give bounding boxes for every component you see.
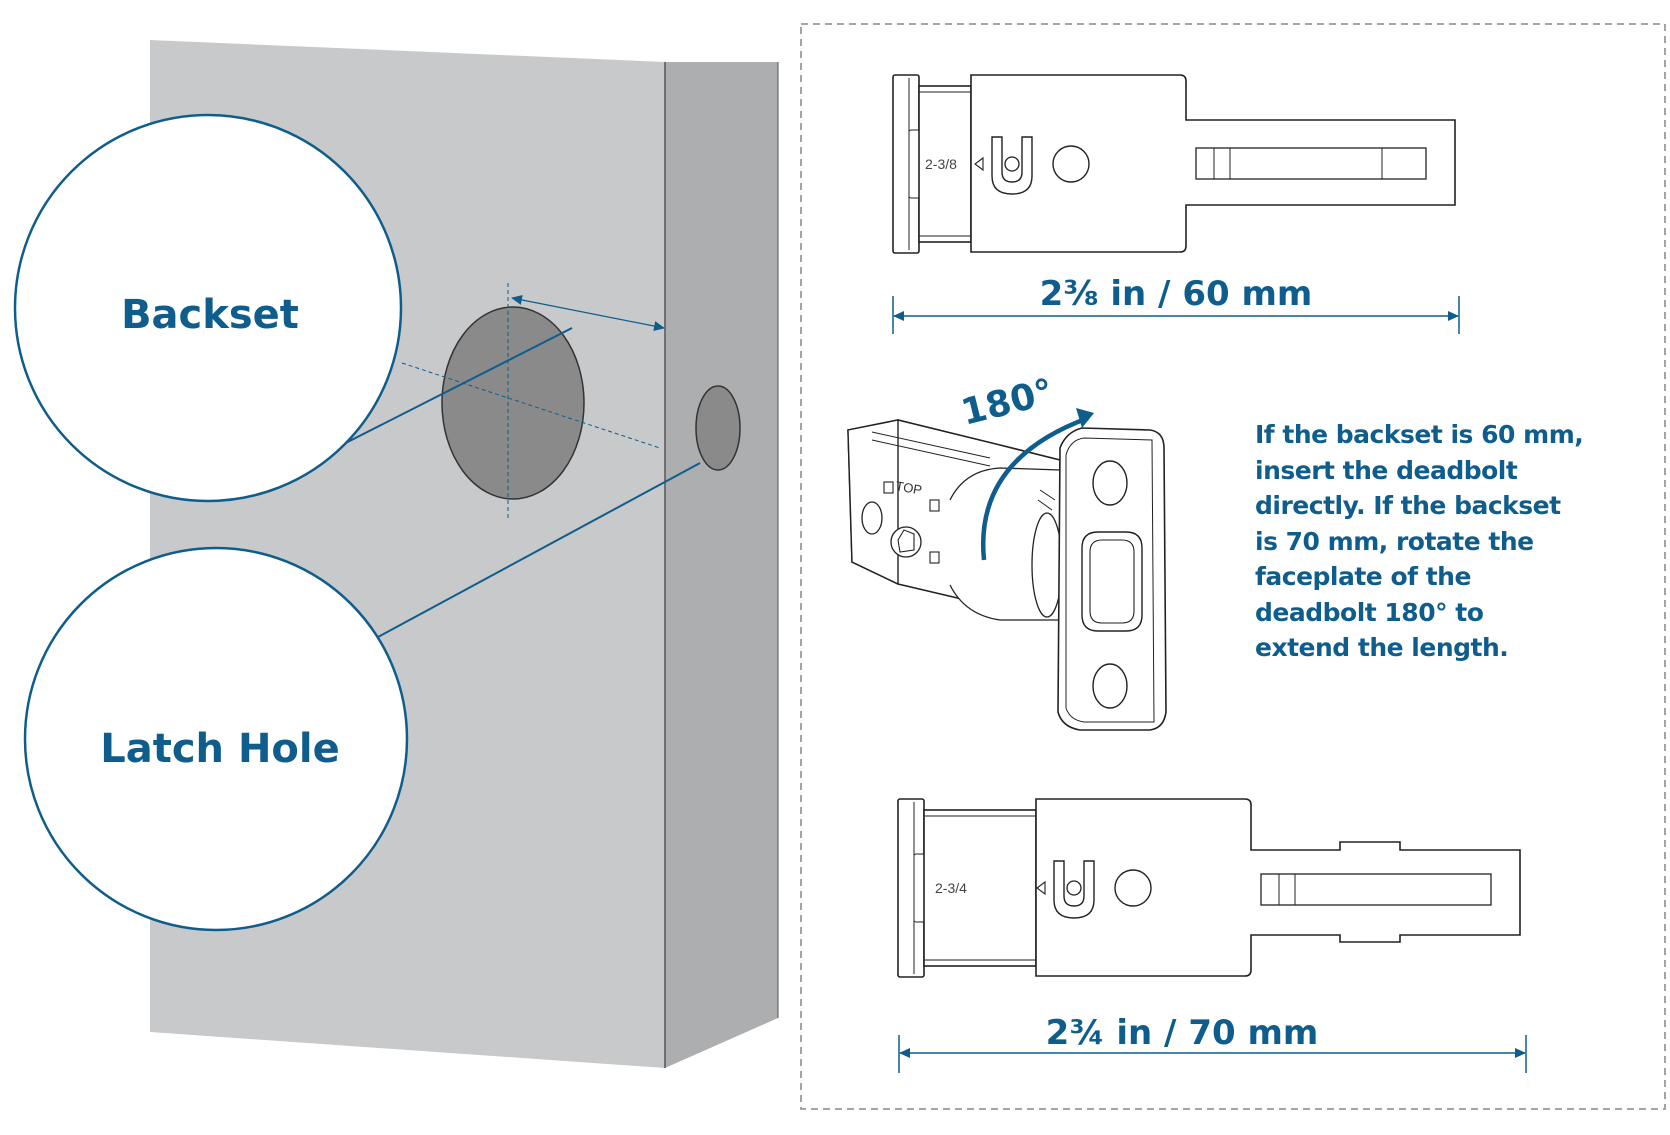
top-latch-drawing <box>892 74 1456 254</box>
bottom-latch-drawing <box>897 798 1521 978</box>
latch-hole-circle <box>23 546 409 932</box>
backset-dimension-arrow <box>511 295 665 331</box>
backset-callout: Backset <box>13 113 403 503</box>
backset-circle <box>13 113 403 503</box>
bottom-latch-hole <box>1114 869 1152 907</box>
bottom-latch-marking: 2-3/4 <box>935 880 967 896</box>
bore-center-guide <box>401 362 661 449</box>
top-latch-tab <box>991 136 1033 195</box>
top-latch-slot <box>1195 147 1427 180</box>
instruction-text: If the backset is 60 mm, insert the dead… <box>1255 420 1584 662</box>
bottom-latch-slot <box>1260 873 1492 906</box>
top-latch-body <box>918 85 972 243</box>
latch-hole <box>695 385 741 471</box>
faceplate-lower-hole <box>1092 663 1128 709</box>
latch-hole-callout: Latch Hole <box>23 546 409 932</box>
rotation-arrow <box>980 415 1089 561</box>
instruction-panel-border <box>800 23 1666 1110</box>
faceplate-upper-hole <box>1092 460 1128 506</box>
top-marking: TOP <box>894 478 923 497</box>
bottom-dimension-label: 2¾ in / 70 mm <box>1046 1013 1319 1053</box>
latch-hole-leader-line <box>377 462 701 638</box>
bottom-latch-tab <box>1053 860 1095 919</box>
rotating-latch-drawing <box>847 419 1167 731</box>
door-edge <box>665 62 778 1068</box>
bore-hole <box>441 306 585 500</box>
top-dimension-label: 2⅜ in / 60 mm <box>1040 274 1313 314</box>
top-latch-marking: 2-3/8 <box>925 156 957 172</box>
latch-hole-label: Latch Hole <box>100 726 340 772</box>
backset-leader-line <box>327 327 573 453</box>
rotation-arrowhead <box>1076 408 1094 428</box>
bottom-latch-body <box>923 809 1037 967</box>
rotation-label: 180° <box>957 371 1057 433</box>
backset-label: Backset <box>121 292 299 338</box>
top-latch-hole <box>1052 145 1090 183</box>
